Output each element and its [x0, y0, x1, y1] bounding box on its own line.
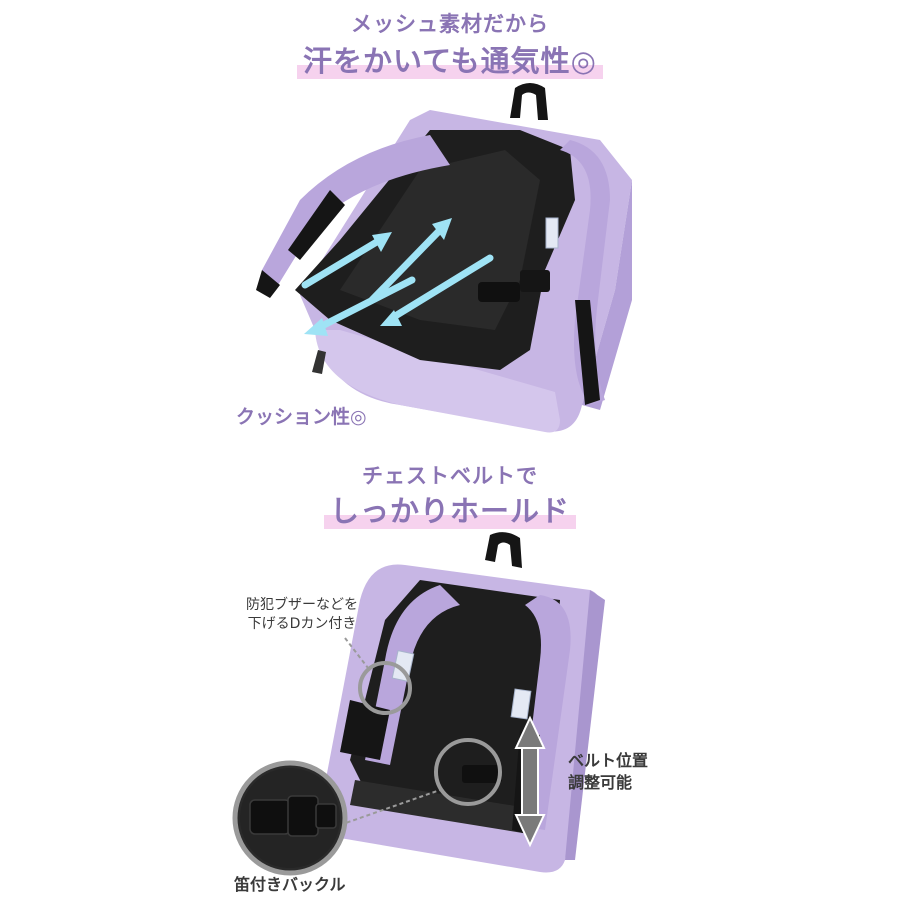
reflector-strip-right — [510, 688, 532, 720]
section2-title-wrap: しっかりホールド — [0, 488, 900, 530]
belt-adjust-arrow-shaft — [521, 744, 539, 821]
airflow-arrowhead-3 — [380, 310, 402, 326]
dring-callout: 防犯ブザーなどを 下げるDカン付き — [246, 596, 358, 634]
dring-callout-line1: 防犯ブザーなどを — [246, 597, 358, 613]
mesh-back-lower — [350, 780, 540, 835]
reflector-strip — [545, 217, 559, 249]
left-shoulder-strap-2 — [365, 585, 460, 765]
section1-subtitle: メッシュ素材だから — [351, 12, 549, 36]
belt-adjust-arrow-up — [514, 715, 546, 749]
chest-buckle-top — [478, 282, 520, 302]
section2-subtitle: チェストベルトで — [362, 464, 538, 488]
airflow-arrows — [301, 226, 494, 332]
airflow-arrowhead-2 — [432, 218, 452, 240]
section1-title: 汗をかいても通気性◎ — [297, 38, 603, 80]
belt-callout: ベルト位置 調整可能 — [568, 750, 648, 794]
backpack-bottom-side — [565, 590, 605, 860]
buckle-callout-circle — [434, 738, 502, 806]
belt-callout-line2: 調整可能 — [568, 773, 633, 792]
dring-callout-line2: 下げるDカン付き — [247, 616, 357, 632]
right-shoulder-strap — [560, 140, 610, 405]
airflow-arrowhead-4 — [304, 318, 328, 336]
airflow-arrow-4 — [314, 276, 416, 332]
buckle-callout: 笛付きバックル — [234, 875, 346, 894]
chest-buckle-slider — [520, 270, 550, 292]
airflow-arrow-3 — [388, 254, 494, 322]
left-strap-webbing — [288, 190, 345, 260]
left-strap-webbing-2 — [340, 700, 390, 760]
airflow-arrow-2 — [368, 226, 444, 304]
left-strap-end — [256, 270, 280, 298]
left-shoulder-strap — [262, 135, 450, 290]
buckle-zoom-part — [249, 795, 337, 837]
top-handle-2 — [485, 532, 522, 568]
dring-callout-circle — [358, 661, 412, 715]
chest-buckle-2 — [462, 765, 502, 783]
zipper-pull — [312, 350, 326, 374]
belt-adjust-arrow-down — [514, 814, 546, 848]
backpack-top-side-panel — [582, 180, 632, 410]
right-strap-webbing — [575, 300, 600, 405]
top-handle — [510, 83, 548, 120]
section2-title: しっかりホールド — [323, 488, 577, 530]
belt-callout-line1: ベルト位置 — [568, 751, 649, 770]
dring-callout-leader — [344, 637, 369, 669]
cushion-label: クッション性◎ — [236, 406, 367, 428]
belt-adjust-arrow — [514, 715, 546, 848]
airflow-arrow-1 — [301, 236, 384, 289]
section1-title-wrap: 汗をかいても通気性◎ — [0, 38, 900, 80]
airflow-arrowhead-1 — [372, 232, 392, 252]
backpack-top-bottom — [315, 330, 560, 433]
buckle-callout-leader — [339, 789, 441, 826]
